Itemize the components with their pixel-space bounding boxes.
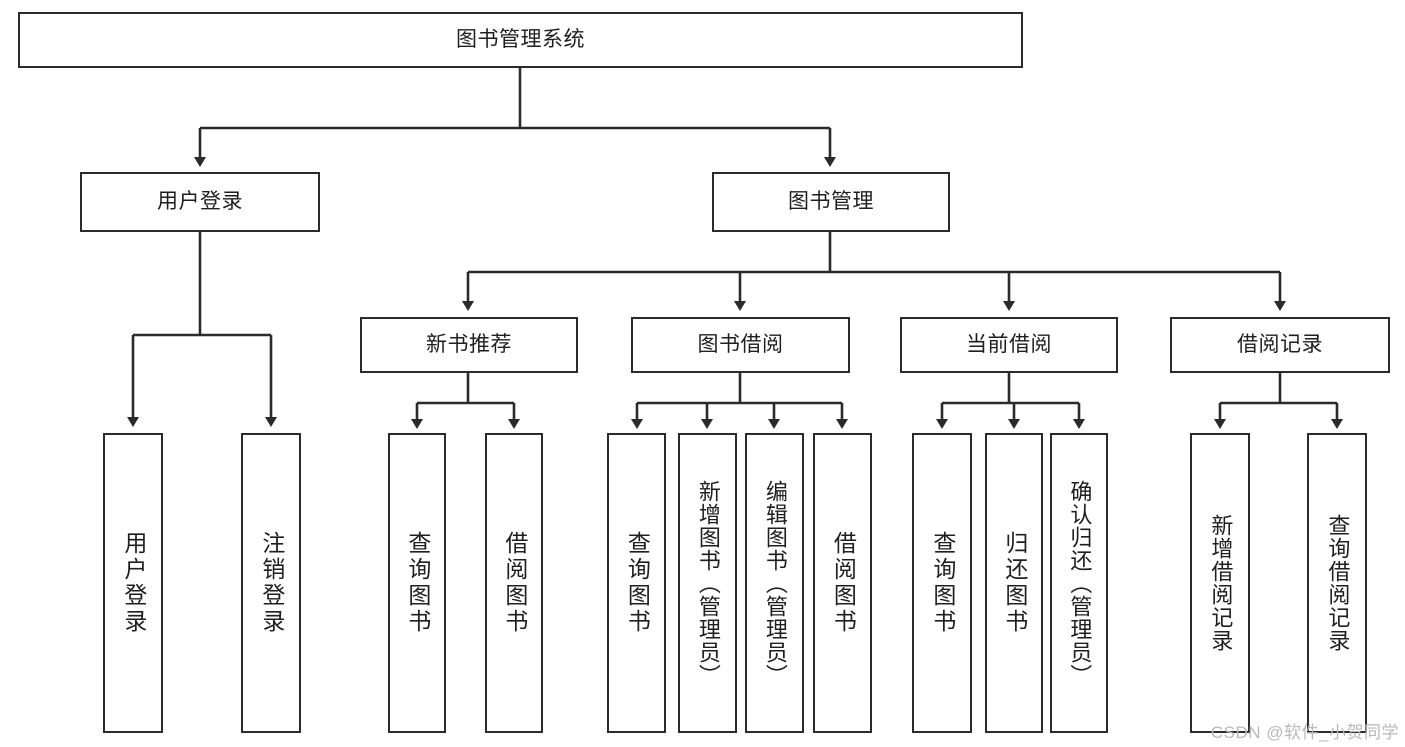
node-new-book-recommend-label: 新书推荐 [426,332,512,356]
leaf-query-record[interactable]: 查询借阅记录 [1307,433,1367,733]
leaf-user-login-label: 用户登录 [120,531,147,635]
node-new-book-recommend[interactable]: 新书推荐 [360,317,578,373]
leaf-edit-book[interactable]: 编辑图书（管理员） [745,433,804,733]
leaf-query-book-3[interactable]: 查询图书 [912,433,972,733]
node-root-label: 图书管理系统 [456,27,585,51]
node-current-borrow-label: 当前借阅 [966,332,1052,356]
leaf-logout[interactable]: 注销登录 [241,433,301,733]
leaf-user-login[interactable]: 用户登录 [103,433,163,733]
leaf-borrow-book-2[interactable]: 借阅图书 [813,433,872,733]
node-borrow-record-label: 借阅记录 [1237,332,1323,356]
node-book-management[interactable]: 图书管理 [712,172,950,232]
leaf-return-book[interactable]: 归还图书 [985,433,1043,733]
leaf-add-book-label: 新增图书（管理员） [695,479,721,687]
node-root[interactable]: 图书管理系统 [18,12,1023,68]
leaf-confirm-return[interactable]: 确认归还（管理员） [1050,433,1108,733]
leaf-confirm-return-label: 确认归还（管理员） [1067,479,1093,687]
leaf-query-record-label: 查询借阅记录 [1325,514,1351,652]
node-book-borrow[interactable]: 图书借阅 [631,317,850,373]
node-current-borrow[interactable]: 当前借阅 [900,317,1118,373]
leaf-query-book-1-label: 查询图书 [404,531,431,635]
node-user-login[interactable]: 用户登录 [80,172,320,232]
node-book-management-label: 图书管理 [788,189,874,213]
leaf-edit-book-label: 编辑图书（管理员） [762,479,788,687]
node-book-borrow-label: 图书借阅 [697,332,784,356]
leaf-query-book-2[interactable]: 查询图书 [607,433,666,733]
leaf-query-book-1[interactable]: 查询图书 [388,433,446,733]
leaf-add-record-label: 新增借阅记录 [1208,514,1234,652]
leaf-query-book-3-label: 查询图书 [929,531,956,635]
leaf-query-book-2-label: 查询图书 [624,531,651,635]
leaf-logout-label: 注销登录 [258,531,285,635]
node-user-login-label: 用户登录 [157,189,243,213]
leaf-borrow-book-2-label: 借阅图书 [830,531,857,635]
node-borrow-record[interactable]: 借阅记录 [1170,317,1390,373]
leaf-borrow-book-1-label: 借阅图书 [501,531,528,635]
leaf-add-record[interactable]: 新增借阅记录 [1190,433,1250,733]
leaf-add-book[interactable]: 新增图书（管理员） [678,433,737,733]
leaf-return-book-label: 归还图书 [1001,531,1028,635]
leaf-borrow-book-1[interactable]: 借阅图书 [485,433,543,733]
